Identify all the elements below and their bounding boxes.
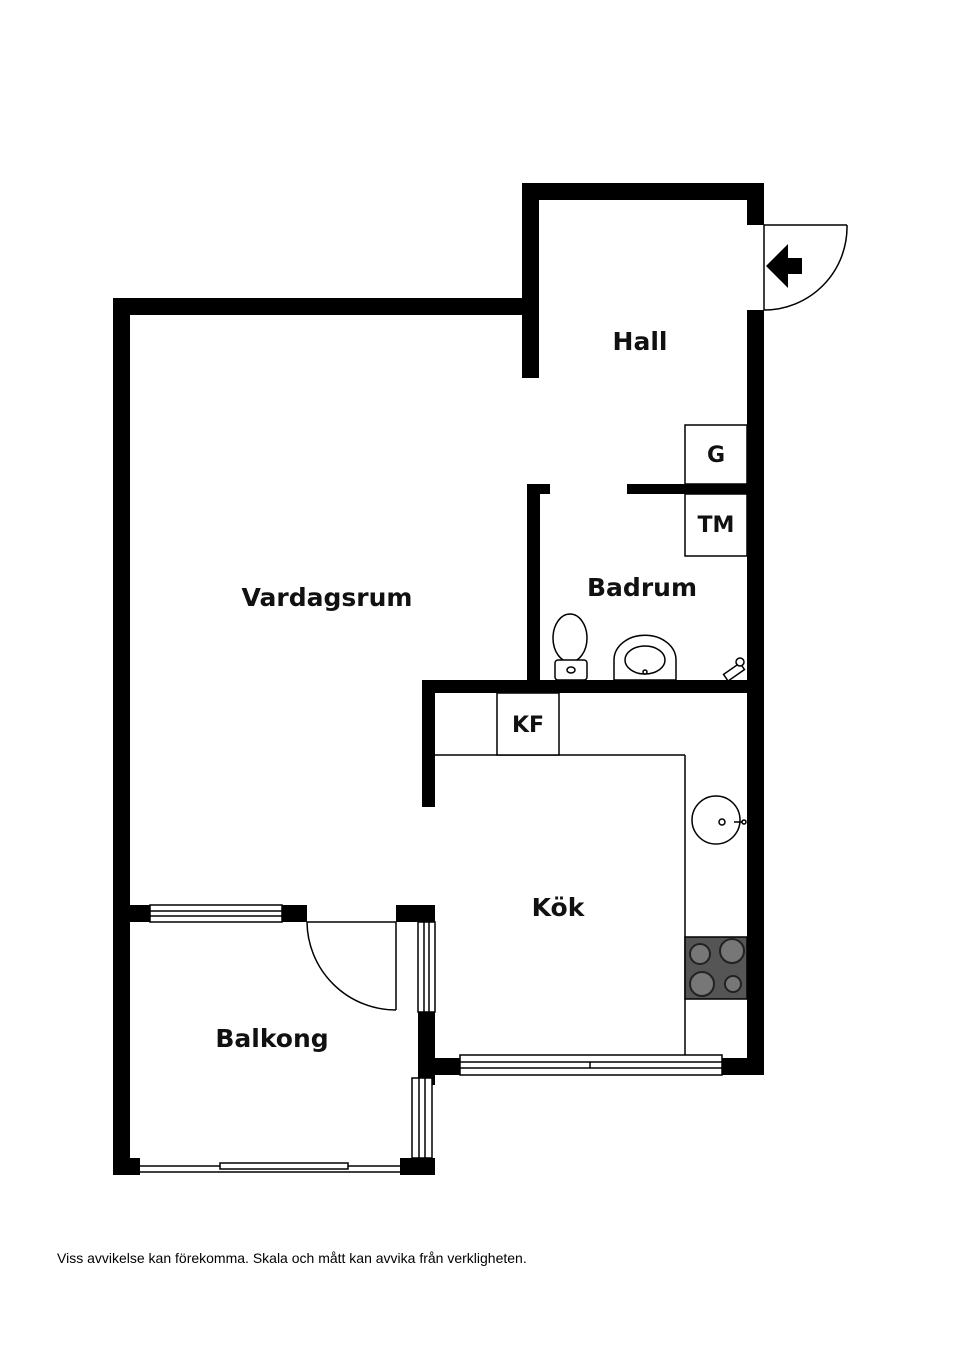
- walls: [113, 183, 764, 1175]
- entrance-arrow-icon: [766, 244, 802, 288]
- window-kitchen-left: [417, 921, 436, 1013]
- room-label-hall: Hall: [613, 327, 668, 356]
- wall-kitchen-bottom: [418, 1058, 460, 1075]
- toilet: [552, 613, 588, 681]
- fixture-label-garderob: G: [707, 443, 725, 468]
- wall-bath-left: [527, 484, 540, 684]
- washbasin: [613, 634, 677, 681]
- shower-tap: [722, 657, 746, 683]
- wall-bath-bottom: [422, 680, 764, 693]
- fixture-label-kylfrys: KF: [512, 713, 544, 738]
- wall-balcony-tm: [282, 905, 307, 922]
- wall-living-top: [113, 298, 539, 315]
- windows: [140, 904, 723, 1173]
- wall-right-upper: [747, 183, 764, 225]
- room-label-balkong: Balkong: [215, 1024, 328, 1053]
- entrance-door: [763, 224, 848, 311]
- wall-bath-stub-l: [527, 484, 550, 494]
- room-label-kok: Kök: [532, 893, 586, 922]
- wall-balcony-br: [400, 1158, 435, 1175]
- balcony-door: [306, 921, 397, 1011]
- kitchen-counters: [435, 692, 747, 1055]
- wall-balcony-bl: [113, 1158, 140, 1175]
- window-balcony-bottom: [140, 1162, 400, 1173]
- wall-left: [113, 298, 130, 1175]
- wall-balcony-tr2: [418, 905, 435, 925]
- bathroom-fixtures: [552, 613, 746, 683]
- tvattmaskin-box: [684, 493, 748, 557]
- window-balcony-top: [149, 904, 283, 923]
- window-balcony-right: [411, 1077, 433, 1159]
- hall-cabinets: [684, 424, 748, 557]
- wall-hall-left: [522, 183, 539, 378]
- room-label-badrum: Badrum: [587, 573, 697, 602]
- garderob-box: [684, 424, 748, 485]
- wall-kitchen-bottom-r: [720, 1058, 764, 1075]
- kylfrys-box: [496, 692, 560, 756]
- window-kitchen-bottom: [459, 1054, 723, 1076]
- room-label-vardagsrum: Vardagsrum: [242, 583, 413, 612]
- wall-bath-top-r: [627, 484, 747, 494]
- fixture-label-tvattmaskin: TM: [698, 513, 735, 538]
- wall-kitchen-left: [422, 680, 435, 807]
- disclaimer-text: Viss avvikelse kan förekomma. Skala och …: [57, 1250, 527, 1266]
- kitchen-sink: [691, 795, 741, 845]
- wall-hall-top: [522, 183, 764, 200]
- wall-balcony-tl: [113, 905, 150, 922]
- stove: [684, 936, 748, 1000]
